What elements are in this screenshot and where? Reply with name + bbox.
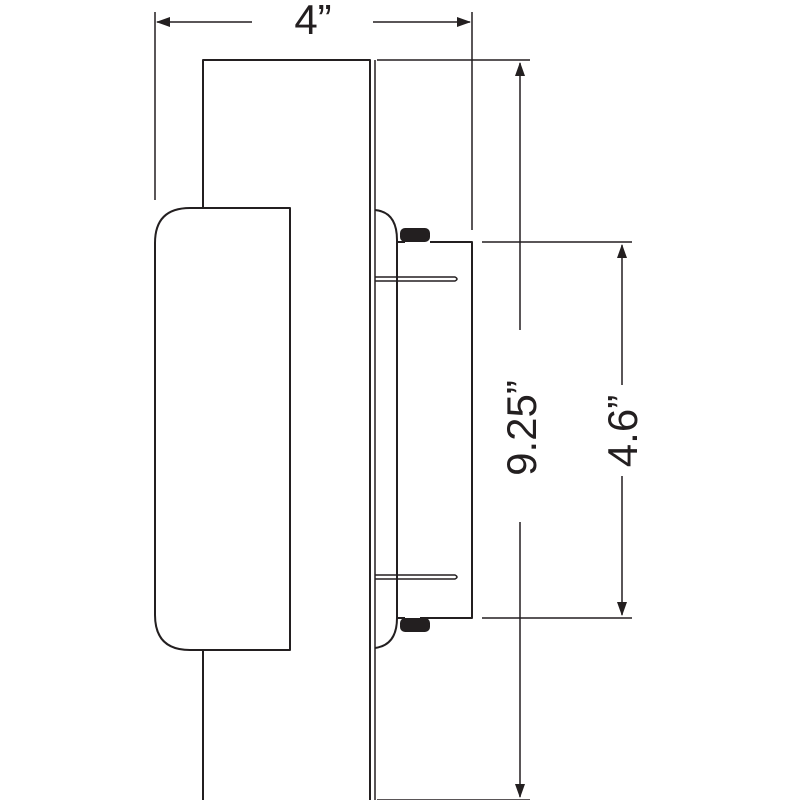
bracket-height-dimension-label: 4.6” [599, 395, 646, 467]
height-dimension-label: 9.25” [498, 380, 545, 476]
fixture-body [154, 59, 473, 800]
bracket-rounded-top [374, 209, 398, 649]
front-lens [154, 207, 291, 651]
bracket-pin-bottom [375, 574, 458, 580]
width-dimension: 4” [154, 0, 473, 230]
screw-top-icon [400, 228, 430, 242]
bracket-pin-top [375, 276, 458, 282]
mounting-bracket [374, 209, 473, 649]
screw-bottom-icon [400, 618, 430, 632]
bracket-plate [420, 241, 473, 619]
bracket-height-dimension: 4.6” [482, 241, 646, 619]
back-plate [202, 59, 371, 800]
height-dimension: 9.25” [377, 59, 545, 800]
width-dimension-label: 4” [294, 0, 331, 43]
